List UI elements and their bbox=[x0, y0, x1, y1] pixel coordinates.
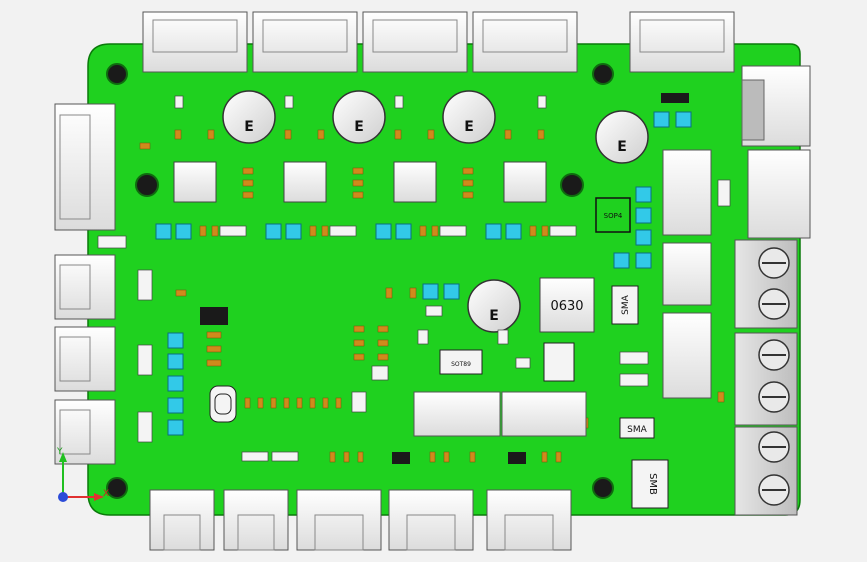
ic-chips bbox=[200, 93, 689, 464]
screw-terminals bbox=[734, 239, 798, 516]
bottom-connectors bbox=[149, 489, 572, 551]
test-pads bbox=[155, 111, 692, 436]
cap-mark-1: E bbox=[244, 119, 254, 135]
cap-mark-4: E bbox=[617, 139, 627, 155]
inductor-modules bbox=[173, 161, 595, 333]
sma-label-1: SMA bbox=[621, 294, 631, 314]
pin-headers bbox=[413, 391, 587, 437]
sot89-label: SOT89 bbox=[451, 361, 471, 368]
axis-triad-icon bbox=[58, 452, 104, 502]
cap-mark-5: E bbox=[489, 308, 499, 324]
axis-label-y: Y bbox=[56, 447, 63, 457]
cap-mark-2: E bbox=[354, 119, 364, 135]
inductor-0630-label: 0630 bbox=[550, 299, 583, 314]
top-connectors bbox=[142, 11, 735, 73]
capacitors bbox=[222, 90, 649, 333]
sop4-label: SOP4 bbox=[604, 212, 623, 220]
left-connectors bbox=[54, 103, 116, 465]
smd-white-parts bbox=[97, 95, 731, 462]
smb-label: SMB bbox=[647, 473, 658, 495]
sma-label-2: SMA bbox=[627, 425, 647, 435]
smd-passives bbox=[139, 129, 725, 463]
axis-label-x: X bbox=[103, 489, 109, 499]
cap-mark-3: E bbox=[464, 119, 474, 135]
mounting-holes bbox=[106, 63, 614, 499]
